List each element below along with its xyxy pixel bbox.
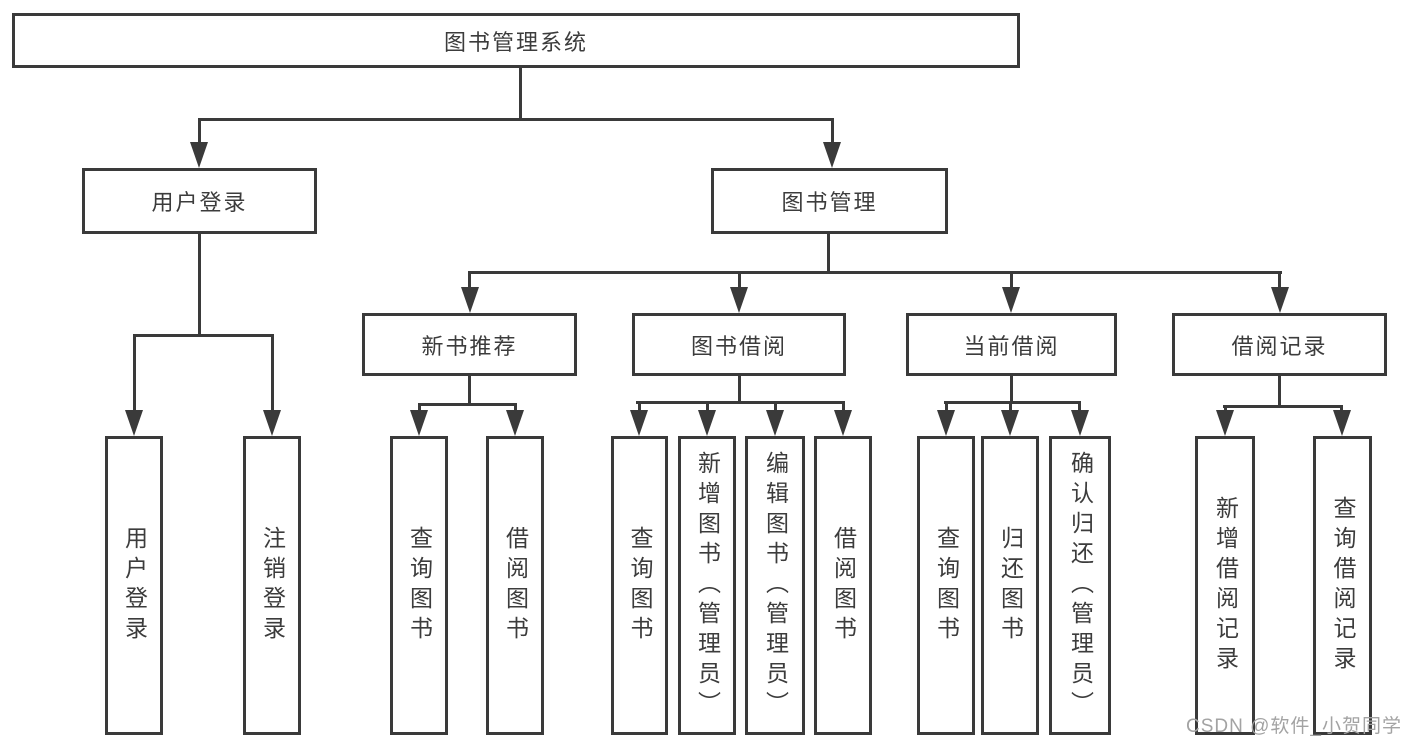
node-book-borrowing: 图书借阅 (632, 313, 846, 376)
node-new-book-recommend: 新书推荐 (362, 313, 577, 376)
connector-line (944, 401, 1081, 404)
arrowhead-down-icon (1001, 410, 1019, 436)
arrowhead-down-icon (834, 410, 852, 436)
node-label: 用户登录 (151, 190, 248, 215)
arrowhead-down-icon (937, 410, 955, 436)
leaf-query-books-recommend: 查询图书 (390, 436, 448, 735)
arrowhead-down-icon (630, 410, 648, 436)
arrowhead-down-icon (1071, 410, 1089, 436)
connector-line (1078, 401, 1081, 412)
connector-line (774, 401, 777, 412)
leaf-edit-book-admin: 编辑图书（管理员） (745, 436, 805, 735)
connector-line (519, 66, 522, 120)
leaf-add-book-admin: 新增图书（管理员） (678, 436, 736, 735)
connector-line (133, 334, 136, 412)
node-book-management: 图书管理 (711, 168, 948, 234)
arrowhead-down-icon (766, 410, 784, 436)
leaf-return-books: 归还图书 (981, 436, 1039, 735)
arrowhead-down-icon (1002, 287, 1020, 313)
connector-line (418, 403, 517, 406)
leaf-confirm-return-admin: 确认归还（管理员） (1049, 436, 1111, 735)
connector-line (468, 271, 471, 289)
leaf-logout: 注销登录 (243, 436, 301, 735)
arrowhead-down-icon (190, 142, 208, 168)
node-label: 编辑图书（管理员） (762, 450, 789, 721)
node-label: 确认归还（管理员） (1067, 450, 1094, 721)
connector-line (198, 118, 201, 146)
connector-line (827, 233, 830, 274)
connector-line (842, 401, 845, 412)
leaf-add-borrow-record: 新增借阅记录 (1195, 436, 1255, 735)
connector-line (271, 334, 274, 412)
connector-line (1278, 271, 1281, 289)
connector-line (1278, 375, 1281, 408)
node-label: 注销登录 (259, 525, 286, 646)
arrowhead-down-icon (461, 287, 479, 313)
arrowhead-down-icon (1271, 287, 1289, 313)
csdn-watermark: CSDN @软件_小贺同学 (1186, 716, 1402, 737)
node-label: 查询图书 (627, 525, 653, 646)
connector-line (1224, 405, 1227, 412)
connector-line (706, 401, 709, 412)
connector-line (831, 118, 834, 146)
node-label: 查询借阅记录 (1330, 495, 1356, 676)
leaf-borrow-books-recommend: 借阅图书 (486, 436, 544, 735)
node-label: 借阅图书 (502, 525, 529, 646)
node-label: 当前借阅 (963, 333, 1060, 359)
node-label: 图书借阅 (690, 333, 787, 359)
connector-line (1340, 405, 1343, 412)
connector-line (738, 271, 741, 289)
node-label: 图书管理 (781, 190, 878, 215)
leaf-query-borrow-record: 查询借阅记录 (1313, 436, 1372, 735)
arrowhead-down-icon (125, 410, 143, 436)
node-label: 新增借阅记录 (1212, 495, 1239, 676)
arrowhead-down-icon (823, 142, 841, 168)
leaf-query-books-current: 查询图书 (917, 436, 975, 735)
arrowhead-down-icon (506, 410, 524, 436)
node-label: 借阅图书 (830, 525, 857, 646)
node-label: 查询图书 (933, 525, 960, 646)
node-borrowing-records: 借阅记录 (1172, 313, 1387, 376)
arrowhead-down-icon (1333, 410, 1351, 436)
node-label: 借阅记录 (1231, 333, 1328, 359)
connector-line (638, 401, 641, 412)
connector-line (1009, 401, 1012, 412)
arrowhead-down-icon (410, 410, 428, 436)
arrowhead-down-icon (263, 410, 281, 436)
leaf-query-books-borrowing: 查询图书 (611, 436, 668, 735)
connector-line (636, 401, 844, 404)
node-root-library-system: 图书管理系统 (12, 13, 1020, 68)
node-label: 用户登录 (121, 525, 148, 646)
arrowhead-down-icon (1216, 410, 1234, 436)
connector-line (1223, 405, 1343, 408)
connector-line (468, 375, 471, 406)
connector-line (1010, 271, 1013, 289)
arrowhead-down-icon (730, 287, 748, 313)
node-label: 查询图书 (406, 525, 433, 646)
connector-line (469, 271, 1282, 274)
connector-line (738, 375, 741, 404)
connector-line (514, 403, 517, 412)
node-label: 归还图书 (997, 525, 1024, 646)
node-user-login: 用户登录 (82, 168, 317, 234)
connector-line (198, 118, 834, 121)
node-label: 新书推荐 (421, 333, 518, 359)
node-label: 新增图书（管理员） (694, 450, 721, 721)
connector-line (198, 233, 201, 337)
leaf-user-login: 用户登录 (105, 436, 163, 735)
connector-line (1010, 375, 1013, 404)
node-label: 图书管理系统 (443, 29, 588, 55)
arrowhead-down-icon (698, 410, 716, 436)
leaf-borrow-books-borrowing: 借阅图书 (814, 436, 872, 735)
node-current-borrowing: 当前借阅 (906, 313, 1117, 376)
connector-line (945, 401, 948, 412)
connector-line (418, 403, 421, 412)
connector-line (133, 334, 274, 337)
